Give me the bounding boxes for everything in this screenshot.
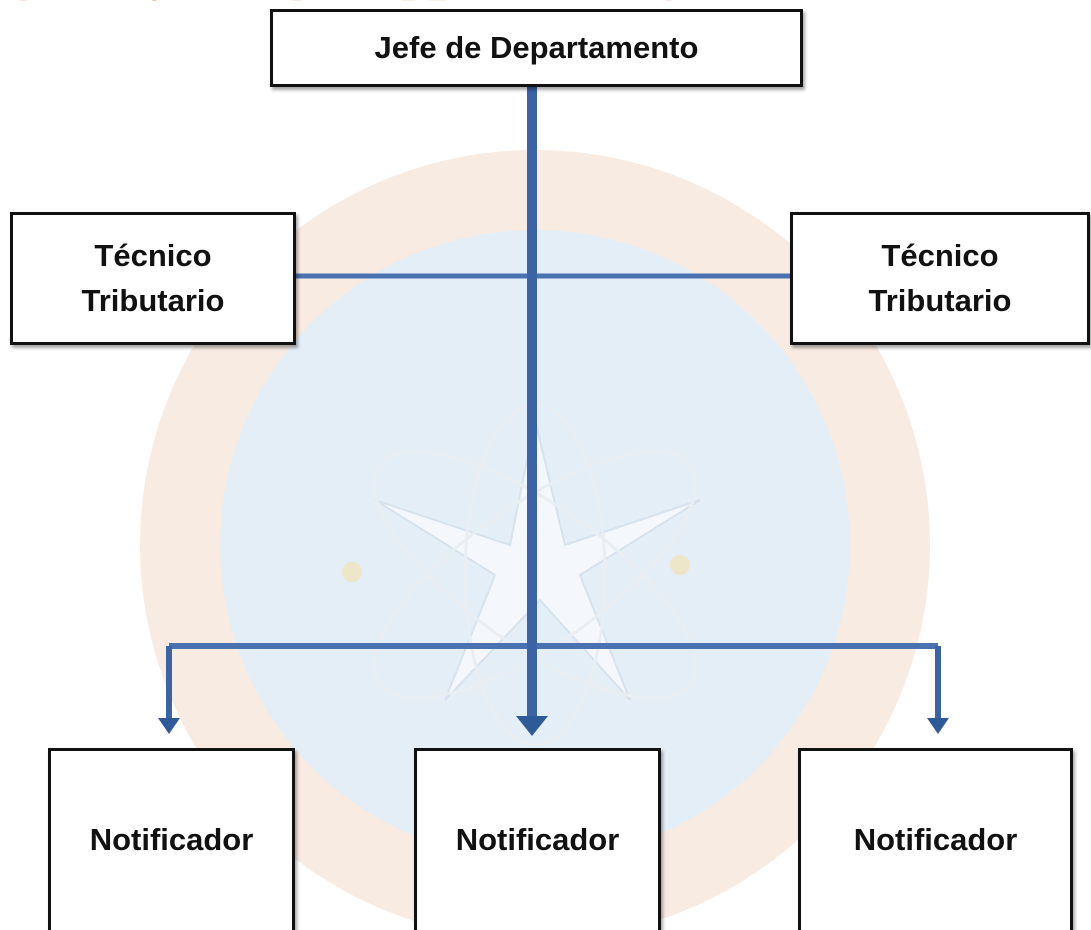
node-label-line1: Técnico (94, 237, 212, 273)
node-notificador-3: Notificador (798, 748, 1073, 930)
node-tecnico-tributario-right: Técnico Tributario (790, 212, 1090, 345)
node-label-line1: Técnico (881, 237, 999, 273)
arrow-right-head (927, 718, 949, 734)
node-label: Jefe de Departamento (374, 29, 699, 65)
arrow-left-head (158, 718, 180, 734)
node-label-line2: Tributario (868, 282, 1012, 318)
node-tecnico-tributario-left: Técnico Tributario (10, 212, 296, 345)
node-label: Notificador (89, 822, 254, 858)
node-label-line2: Tributario (81, 282, 225, 318)
node-jefe-de-departamento: Jefe de Departamento (270, 9, 803, 87)
node-notificador-1: Notificador (48, 748, 295, 930)
node-label: Notificador (455, 822, 620, 858)
arrow-center-head (516, 716, 548, 736)
node-label: Notificador (853, 822, 1018, 858)
compass-star-icon (374, 419, 701, 701)
node-notificador-2: Notificador (414, 748, 661, 930)
